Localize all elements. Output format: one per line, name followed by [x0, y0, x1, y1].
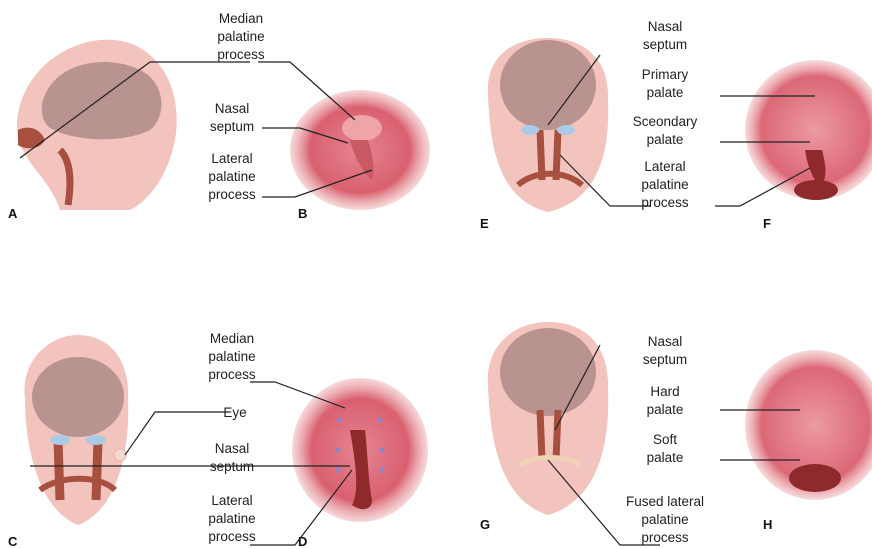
- nasal-septum-label-d: Nasal septum: [177, 440, 287, 476]
- palate-illustration-h: [745, 350, 872, 500]
- nasal-septum-label-b: Nasal septum: [177, 100, 287, 136]
- primary-palate-label: Primary palate: [610, 66, 720, 102]
- fused-lateral-palatine-process-label: Fused lateral palatine process: [610, 493, 720, 547]
- sagittal-head-illustration: [17, 40, 177, 210]
- lateral-palatine-process-label-d: Lateral palatine process: [177, 492, 287, 546]
- palate-illustration-f: [745, 60, 872, 200]
- frontal-head-illustration-g: [488, 322, 608, 515]
- panel-letter-g: G: [480, 517, 490, 532]
- nasal-septum-label-f: Nasal septum: [610, 18, 720, 54]
- soft-palate-label: Soft palate: [610, 431, 720, 467]
- panel-letter-e: E: [480, 216, 489, 231]
- median-palatine-process-label-d: Median palatine process: [177, 330, 287, 384]
- secondary-palate-label: Sceondary palate: [610, 113, 720, 149]
- panel-letter-f: F: [763, 216, 771, 231]
- lateral-palatine-process-label-f: Lateral palatine process: [610, 158, 720, 212]
- panel-letter-b: B: [298, 206, 307, 221]
- nasal-septum-label-h: Nasal septum: [610, 333, 720, 369]
- frontal-head-illustration-c: [24, 335, 128, 525]
- hard-palate-label: Hard palate: [610, 383, 720, 419]
- panel-letter-h: H: [763, 517, 772, 532]
- median-palatine-process-label-b: Median palatine process: [186, 10, 296, 64]
- lateral-palatine-process-label-b: Lateral palatine process: [177, 150, 287, 204]
- palate-illustration-d: [292, 378, 428, 522]
- panel-letter-a: A: [8, 206, 17, 221]
- eye-label: Eye: [180, 404, 290, 422]
